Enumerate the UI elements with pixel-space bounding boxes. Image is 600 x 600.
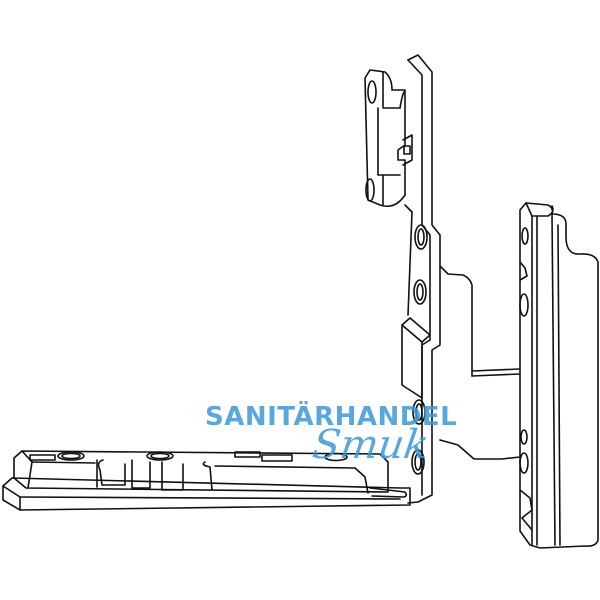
slide-block (364, 69, 413, 208)
corner-bracket-vertical-arm (401, 54, 441, 504)
hinge-bridge (439, 265, 521, 460)
corner-bracket-horizontal-rail (2, 450, 411, 511)
hinge-profile (519, 202, 599, 549)
